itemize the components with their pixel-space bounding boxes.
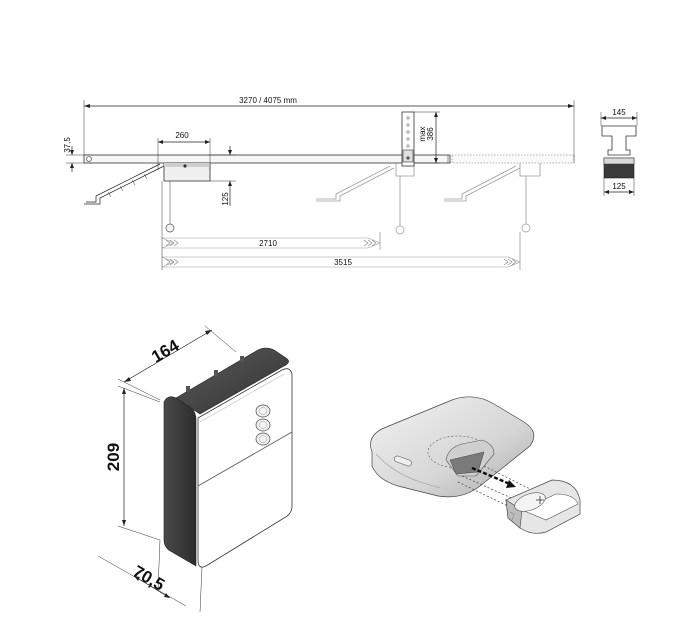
motor-width-dimension: 260 (157, 131, 211, 170)
top-width-label: 145 (612, 108, 626, 117)
total-length-label: 3270 / 4075 mm (239, 96, 297, 105)
door-arm-open (444, 163, 541, 233)
rail-end-cap (86, 156, 92, 162)
door-arm-closed (84, 163, 165, 205)
remote-body (370, 396, 535, 498)
remote-control-drawing (370, 396, 581, 534)
battery-tray (505, 479, 581, 534)
box-width-label: 164 (148, 336, 183, 367)
control-buttons (255, 404, 271, 446)
travel-short-arrow: 2710 (161, 237, 381, 249)
release-pull-knob (165, 223, 175, 233)
rail-height-dimension: 37,5 (63, 137, 92, 172)
box-height-dimension: 209 (104, 385, 161, 541)
bracket-max-dimension: max 386 (414, 111, 440, 164)
motor-drop-label: 125 (221, 192, 230, 206)
travel-short-label: 2710 (259, 239, 277, 248)
control-box (163, 347, 293, 568)
bracket-max-value: 386 (426, 127, 435, 141)
bracket-max-word: max (418, 126, 427, 141)
bottom-width-label: 125 (612, 182, 626, 191)
rail (83, 154, 451, 164)
motor-drop-dimension: 125 (208, 146, 236, 206)
travel-long-label: 3515 (334, 258, 352, 267)
rail-cross-section: 145 125 (600, 108, 638, 196)
ceiling-bracket (401, 111, 415, 167)
rail-height-label: 37,5 (63, 137, 72, 153)
motor-unit (163, 162, 211, 233)
door-arm-mid (316, 163, 415, 235)
box-depth-label: 70,5 (130, 562, 168, 595)
control-box-drawing: 164 209 70,5 (97, 325, 293, 613)
rail-extension (451, 154, 575, 164)
rail-drawing: 3270 / 4075 mm 37,5 (63, 96, 575, 270)
box-height-label: 209 (104, 443, 123, 471)
travel-long-arrow: 3515 (161, 256, 521, 268)
battery-coin (514, 492, 546, 512)
motor-width-label: 260 (175, 131, 189, 140)
total-length-dimension: 3270 / 4075 mm (83, 96, 575, 156)
